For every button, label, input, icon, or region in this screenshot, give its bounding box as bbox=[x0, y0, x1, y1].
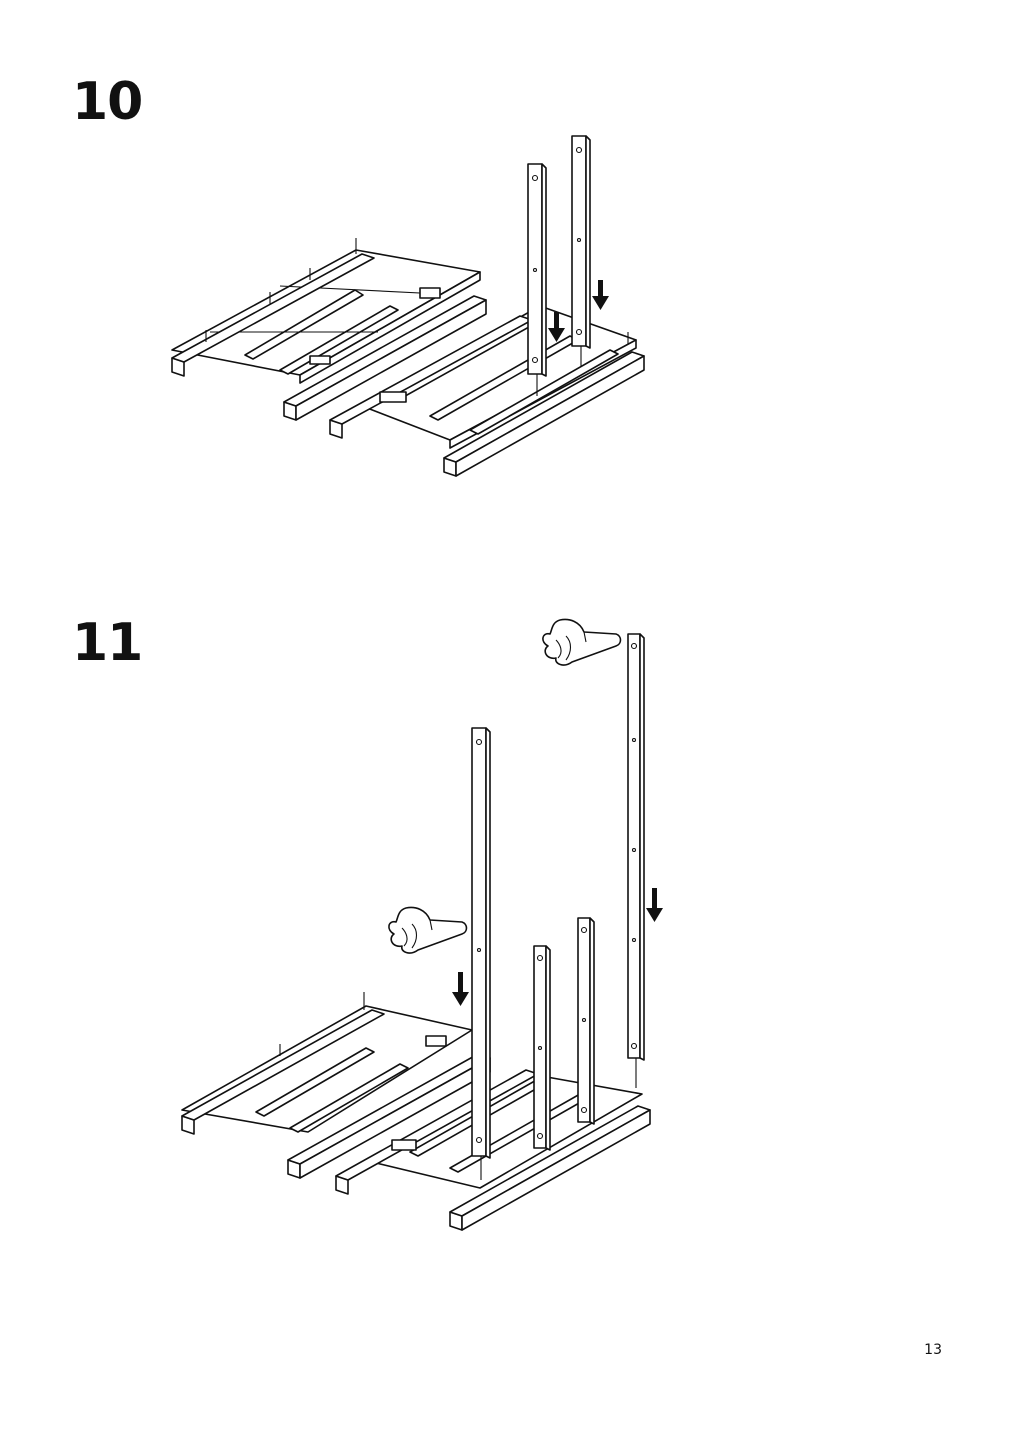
short-post-right bbox=[577, 917, 595, 1125]
arrow-down-icon bbox=[452, 972, 469, 1006]
assembly-illustration-step-10 bbox=[150, 120, 670, 490]
step-number-11: 11 bbox=[72, 613, 143, 673]
right-frame-panel bbox=[335, 1069, 651, 1231]
upright-post-left bbox=[527, 163, 547, 396]
left-frame-panel bbox=[181, 992, 491, 1179]
step-number-10: 10 bbox=[72, 72, 143, 132]
page-number: 13 bbox=[924, 1342, 942, 1358]
tall-post-right bbox=[627, 633, 645, 1088]
hand-pointer-icon bbox=[542, 618, 622, 666]
upright-post-right bbox=[571, 135, 591, 366]
assembly-illustration-step-11 bbox=[160, 600, 680, 1240]
left-frame-panel bbox=[171, 238, 487, 421]
right-frame-panel bbox=[329, 305, 645, 477]
short-post-left bbox=[533, 945, 551, 1151]
tall-post-left bbox=[471, 727, 491, 1180]
arrow-down-icon bbox=[592, 280, 609, 310]
hand-pointer-icon bbox=[388, 906, 468, 954]
arrow-down-icon bbox=[548, 312, 565, 342]
arrow-down-icon bbox=[646, 888, 663, 922]
